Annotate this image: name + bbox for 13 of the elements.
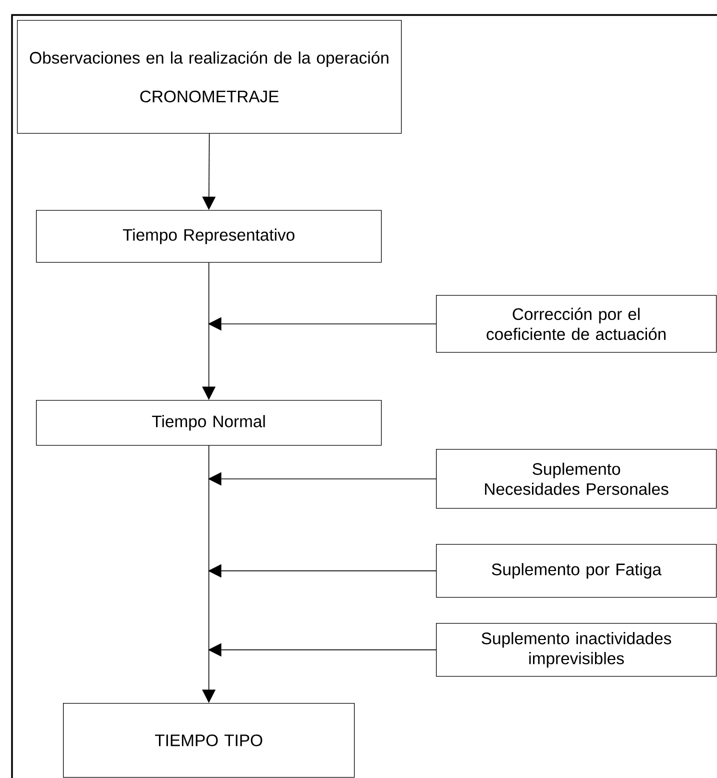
process-box: Suplemento inactividades imprevisibles	[436, 623, 717, 677]
arrow	[202, 133, 216, 210]
process-box: TIEMPO TIPO	[63, 703, 355, 778]
process-box: Observaciones en la realización de la operación CRONOMETRAJE	[17, 20, 402, 134]
process-box: Suplemento Necesidades Personales	[436, 449, 717, 509]
process-box: Tiempo Normal	[36, 400, 382, 446]
process-box: Suplemento por Fatiga	[436, 544, 717, 598]
arrow	[208, 317, 436, 331]
process-box: Corrección por el coeficiente de actuación	[436, 295, 717, 353]
process-box: Tiempo Representativo	[36, 210, 382, 263]
arrow	[208, 472, 436, 486]
arrow	[208, 643, 436, 657]
arrow	[208, 564, 436, 578]
